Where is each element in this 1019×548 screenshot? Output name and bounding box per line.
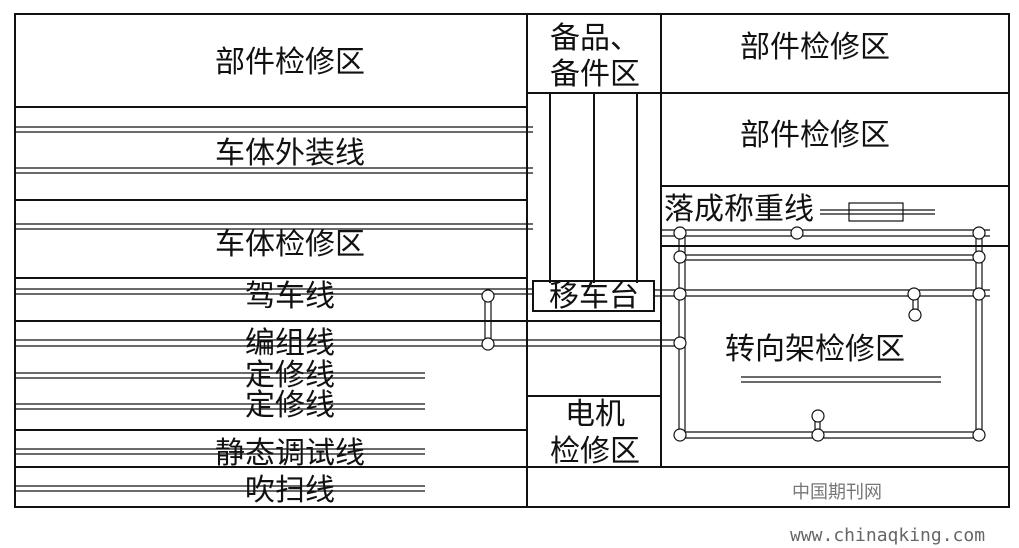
label-transfer-table: 移车台 (549, 279, 639, 314)
label-spares-1: 备品、 (550, 21, 640, 56)
label-body-repair-area: 车体检修区 (215, 227, 365, 262)
label-blow-line: 吹扫线 (245, 473, 335, 508)
zone-borders (14, 13, 1010, 508)
label-right-parts-2: 部件检修区 (740, 118, 890, 153)
outer-frame (14, 13, 1010, 508)
zone-labels: 部件检修区 备品、 备件区 部件检修区 部件检修区 车体外装线 车体检修区 驾车… (215, 21, 905, 508)
label-spares-2: 备件区 (550, 57, 640, 92)
turntables (481, 226, 986, 442)
label-top-right-parts: 部件检修区 (740, 30, 890, 65)
label-body-outfit-line: 车体外装线 (215, 136, 365, 171)
label-motor-repair-2: 检修区 (550, 434, 640, 469)
label-drop-weigh-line: 落成称重线 (664, 192, 814, 227)
label-bogie-repair: 转向架检修区 (725, 332, 905, 367)
tracks (15, 126, 990, 492)
label-fixed-repair-line-2: 定修线 (245, 388, 335, 423)
journal-watermark: 中国期刊网 (792, 482, 882, 503)
label-fixed-repair-line-1: 定修线 (245, 358, 335, 393)
label-static-test-line: 静态调试线 (215, 436, 365, 471)
site-watermark: www.chinaqking.com (790, 525, 986, 546)
label-motor-repair-1: 电机 (565, 397, 625, 432)
label-marshalling-line: 编组线 (245, 326, 335, 361)
label-drive-line: 驾车线 (245, 279, 335, 314)
label-top-left-parts: 部件检修区 (215, 45, 365, 80)
